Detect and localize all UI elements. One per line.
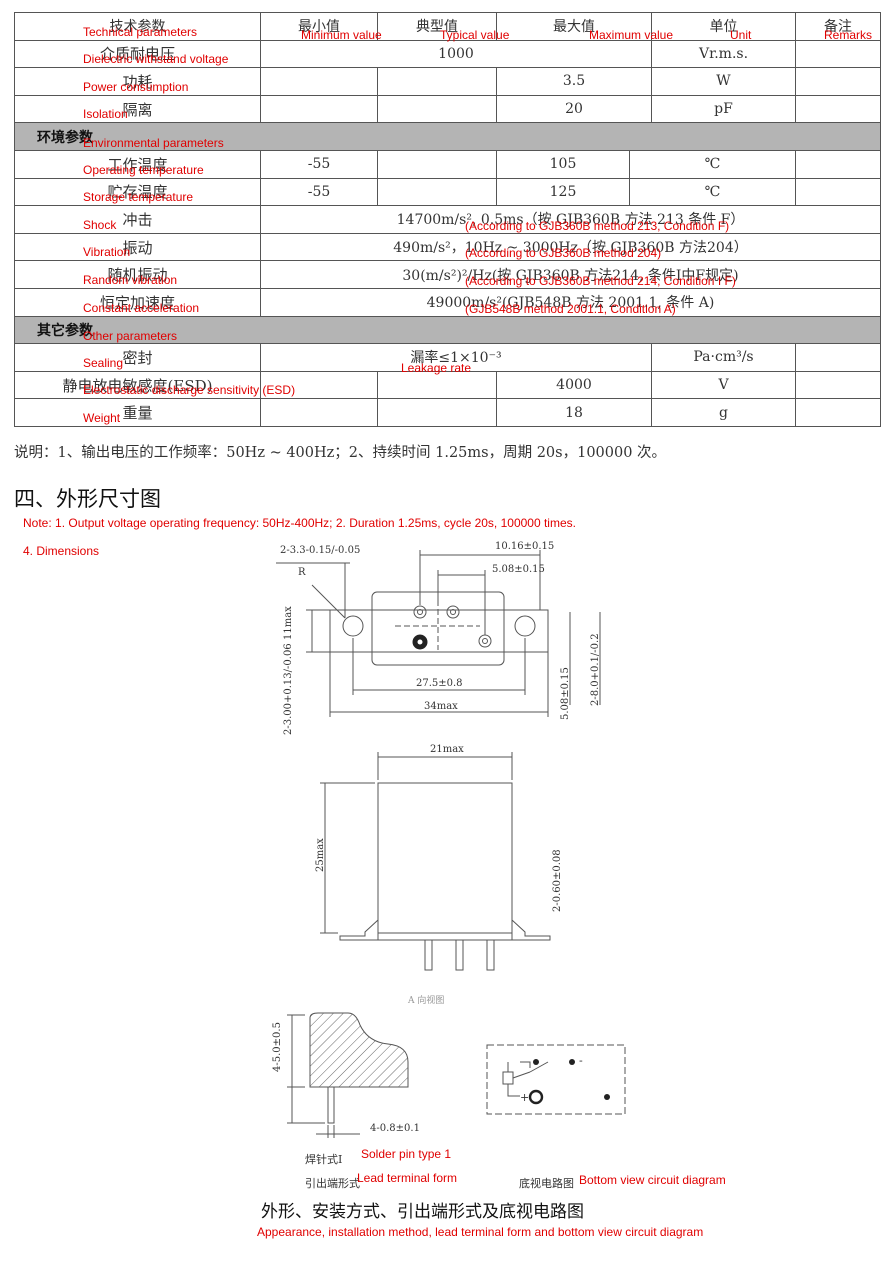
circuit-plus-label: + (520, 1091, 529, 1104)
caption-solder-pin-zh: 焊针式I (305, 1153, 343, 1166)
dim-label-pitch-1016: 10.16±0.15 (495, 541, 554, 552)
solder-pin-drawing: 4-5.0±0.5 4-0.8±0.1 (272, 1012, 420, 1138)
dim-label-34max: 34max (424, 701, 458, 712)
main-caption-en: Appearance, installation method, lead te… (257, 1225, 704, 1239)
flange-right (511, 918, 551, 941)
side-pin-2 (455, 939, 464, 971)
dim-label-11max: 11max (283, 606, 294, 640)
flange-left (339, 918, 379, 941)
mount-hole-left (342, 615, 364, 637)
circuit-pin-1 (533, 1059, 539, 1065)
dimensions-title-en: 4. Dimensions (23, 544, 100, 558)
circuit-pin-plus (528, 1089, 544, 1105)
dim-label-508-side: 5.08±0.15 (560, 667, 571, 720)
side-view-drawing: 21max 25max 2-0.60±0.08 A 向视图 (315, 744, 563, 1006)
dim-label-pin-dia: 2-0.60±0.08 (552, 849, 563, 912)
dim-label-slot: 2-3.3-0.15/-0.05 (280, 545, 360, 556)
circuit-outline (486, 1044, 626, 1115)
note-en: Note: 1. Output voltage operating freque… (23, 516, 576, 530)
dim-label-pitch-508: 5.08±0.15 (492, 564, 545, 575)
coil-symbol (502, 1071, 514, 1085)
mounting-flange (329, 609, 549, 653)
dim-label-25max: 25max (315, 838, 326, 872)
side-pin-3 (486, 939, 495, 971)
main-caption-zh: 外形、安装方式、引出端形式及底视电路图 (261, 1202, 584, 1222)
caption-lead-form-en: Lead terminal form (357, 1171, 458, 1185)
dim-label-21max: 21max (430, 744, 464, 755)
solder-pin (327, 1086, 335, 1124)
pin-section-hatched (309, 1012, 409, 1088)
pin-2 (446, 605, 460, 619)
dimensions-title-zh: 四、外形尺寸图 (14, 487, 161, 511)
dim-label-pin-length: 4-5.0±0.5 (272, 1022, 283, 1072)
caption-bottom-view-en: Bottom view circuit diagram (579, 1173, 726, 1187)
bottom-view-circuit: - + (486, 1044, 626, 1115)
dim-label-275: 27.5±0.8 (416, 678, 463, 689)
circuit-pin-2 (569, 1059, 575, 1065)
mount-hole-right (514, 615, 536, 637)
side-pin-1 (424, 939, 433, 971)
caption-solder-pin-en: Solder pin type 1 (361, 1147, 452, 1161)
relay-body-side (377, 782, 513, 934)
caption-lead-form-zh: 引出端形式 (305, 1177, 360, 1190)
dim-label-pin-width: 4-0.8±0.1 (370, 1123, 420, 1134)
pin-1 (413, 605, 427, 619)
dim-label-hole-dia: 2-3.00+0.13/-0.06 (283, 643, 294, 735)
caption-bottom-view-zh: 底视电路图 (519, 1177, 574, 1190)
view-caption: A 向视图 (407, 994, 444, 1006)
pin-3 (478, 634, 492, 648)
dim-label-80: 2-8.0+0.1/-0.2 (590, 633, 601, 706)
circuit-pin-4 (604, 1094, 610, 1100)
top-view-drawing: 2-3.3-0.15/-0.05 10.16±0.15 5.08±0.15 R … (276, 541, 601, 735)
note-zh: 说明：1、输出电压的工作频率：50Hz ~ 400Hz；2、持续时间 1.25m… (14, 445, 667, 461)
radius-label: R (298, 567, 306, 578)
circuit-minus-label: - (579, 1054, 583, 1067)
